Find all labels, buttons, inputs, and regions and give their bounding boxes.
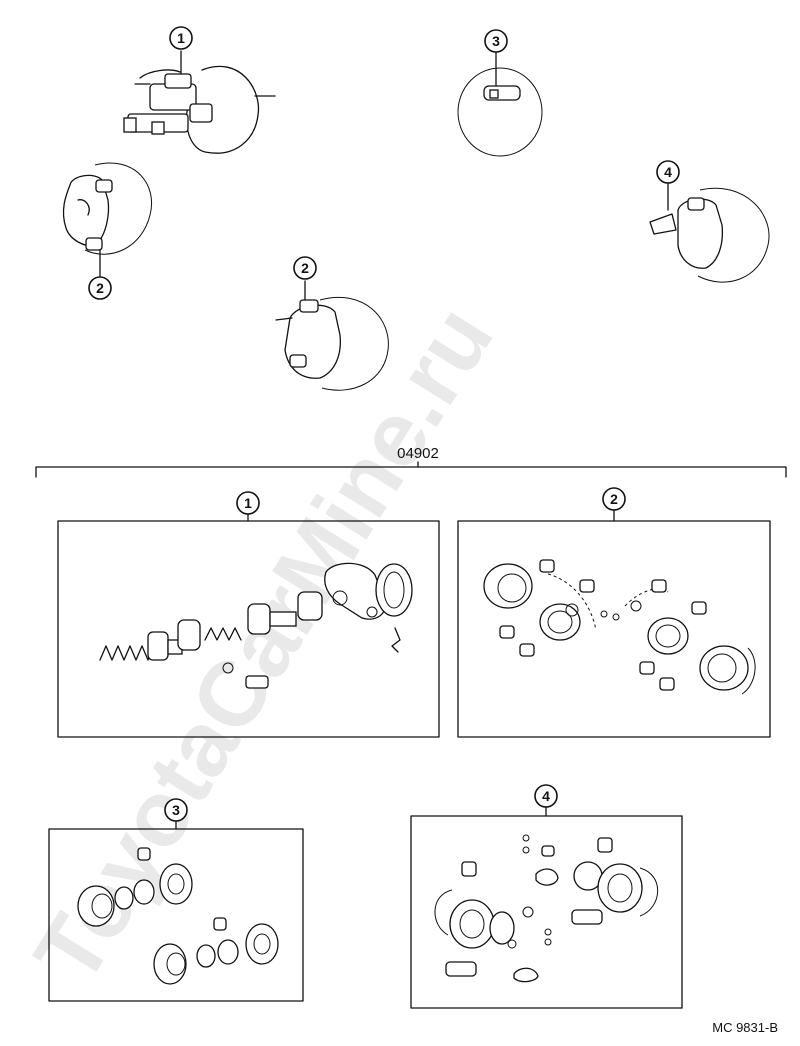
svg-text:1: 1 xyxy=(244,495,252,511)
kit-box-1-parts xyxy=(99,562,413,689)
callout-kit-box-3: 3 xyxy=(164,798,188,822)
front-caliper-center-illustration xyxy=(275,280,389,391)
svg-text:3: 3 xyxy=(172,802,180,818)
kit-box-1 xyxy=(57,520,440,738)
kit-box-4 xyxy=(410,815,683,1009)
callout-front-caliper-center: 2 xyxy=(293,256,317,280)
callout-master-cylinder: 1 xyxy=(169,26,193,50)
callout-kit-box-4: 4 xyxy=(534,784,558,808)
svg-text:2: 2 xyxy=(610,491,618,507)
rear-caliper-illustration xyxy=(649,183,770,283)
svg-text:1: 1 xyxy=(177,30,185,46)
wheel-cylinder-illustration xyxy=(457,52,543,157)
svg-text:4: 4 xyxy=(664,164,672,180)
drawing-code: MC 9831-B xyxy=(712,1020,778,1035)
kit-box-2-parts xyxy=(483,559,756,695)
kit-box-3 xyxy=(48,828,304,1002)
callout-front-caliper-left: 2 xyxy=(88,276,112,300)
kit-part-number: 04902 xyxy=(397,445,439,462)
master-cylinder-illustration xyxy=(123,50,276,154)
svg-text:2: 2 xyxy=(96,280,104,296)
callout-kit-box-1: 1 xyxy=(236,491,260,515)
svg-text:4: 4 xyxy=(542,788,550,804)
svg-text:3: 3 xyxy=(492,33,500,49)
callout-rear-caliper: 4 xyxy=(656,160,680,184)
kit-bracket: 04902 xyxy=(35,445,787,478)
svg-text:2: 2 xyxy=(301,260,309,276)
kit-box-3-parts xyxy=(77,847,279,985)
callout-kit-box-2: 2 xyxy=(602,487,626,511)
callout-wheel-cylinder: 3 xyxy=(484,29,508,53)
front-caliper-left-illustration xyxy=(62,162,152,277)
kit-box-2 xyxy=(457,520,771,738)
kit-box-4-parts xyxy=(434,834,659,983)
